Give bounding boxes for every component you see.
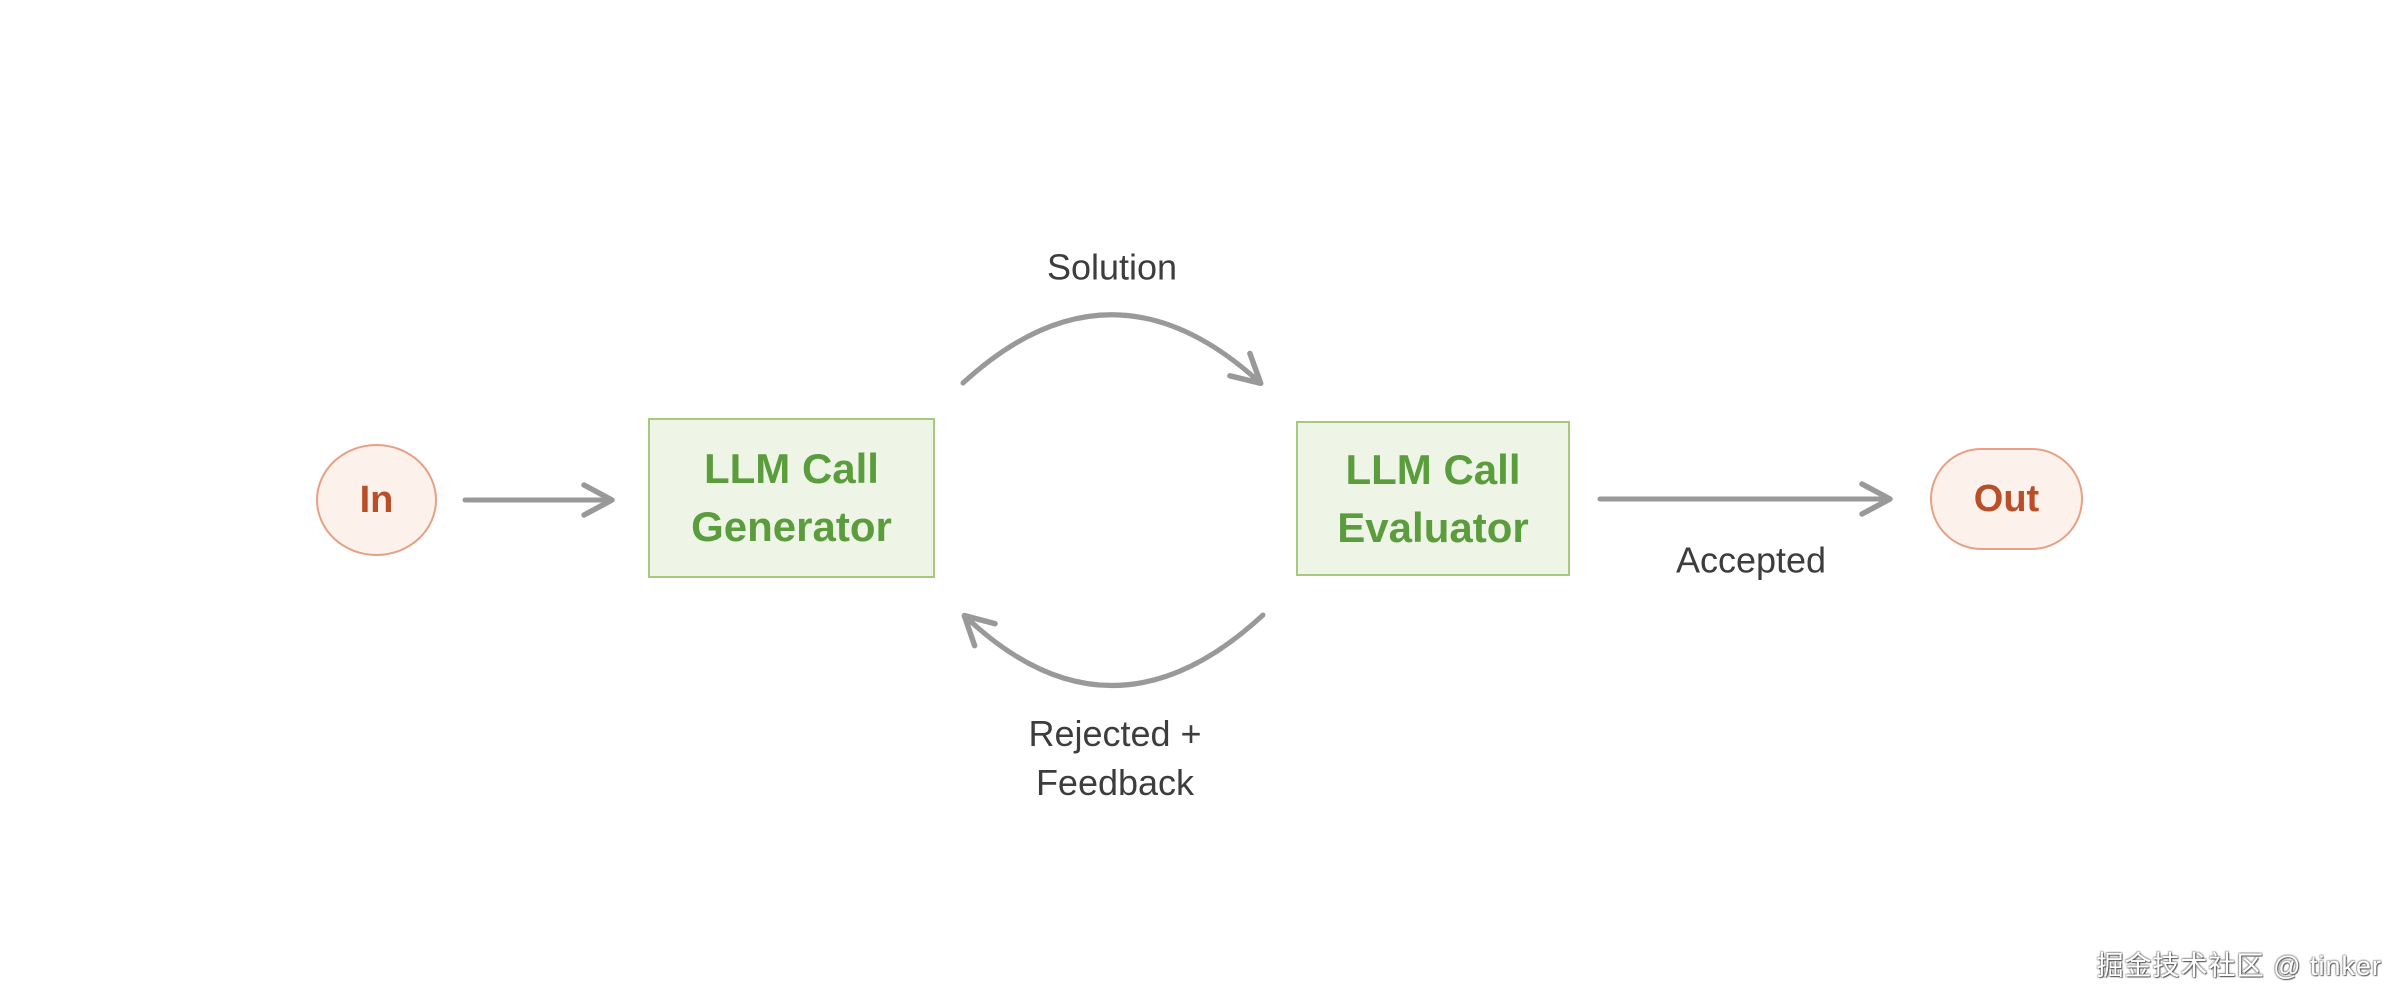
node-evaluator-label: LLM Call Evaluator: [1337, 445, 1529, 551]
node-out: Out: [1930, 448, 2083, 550]
node-llm-call-generator: LLM Call Generator: [648, 418, 935, 578]
node-out-label: Out: [1973, 477, 2040, 520]
edge-label-solution: Solution: [1046, 246, 1178, 288]
node-llm-call-evaluator: LLM Call Evaluator: [1296, 421, 1570, 576]
watermark: 掘金技术社区 @ tinker: [2096, 951, 2382, 981]
arrow-generator-to-evaluator: [960, 312, 1264, 387]
edge-label-accepted: Accepted: [1675, 539, 1827, 581]
node-in: In: [316, 444, 437, 556]
arrow-evaluator-to-generator: [961, 612, 1266, 688]
node-generator-label: LLM Call Generator: [691, 445, 892, 550]
node-in-label: In: [359, 478, 394, 521]
edge-label-rejected-feedback: Rejected + Feedback: [1028, 713, 1202, 803]
